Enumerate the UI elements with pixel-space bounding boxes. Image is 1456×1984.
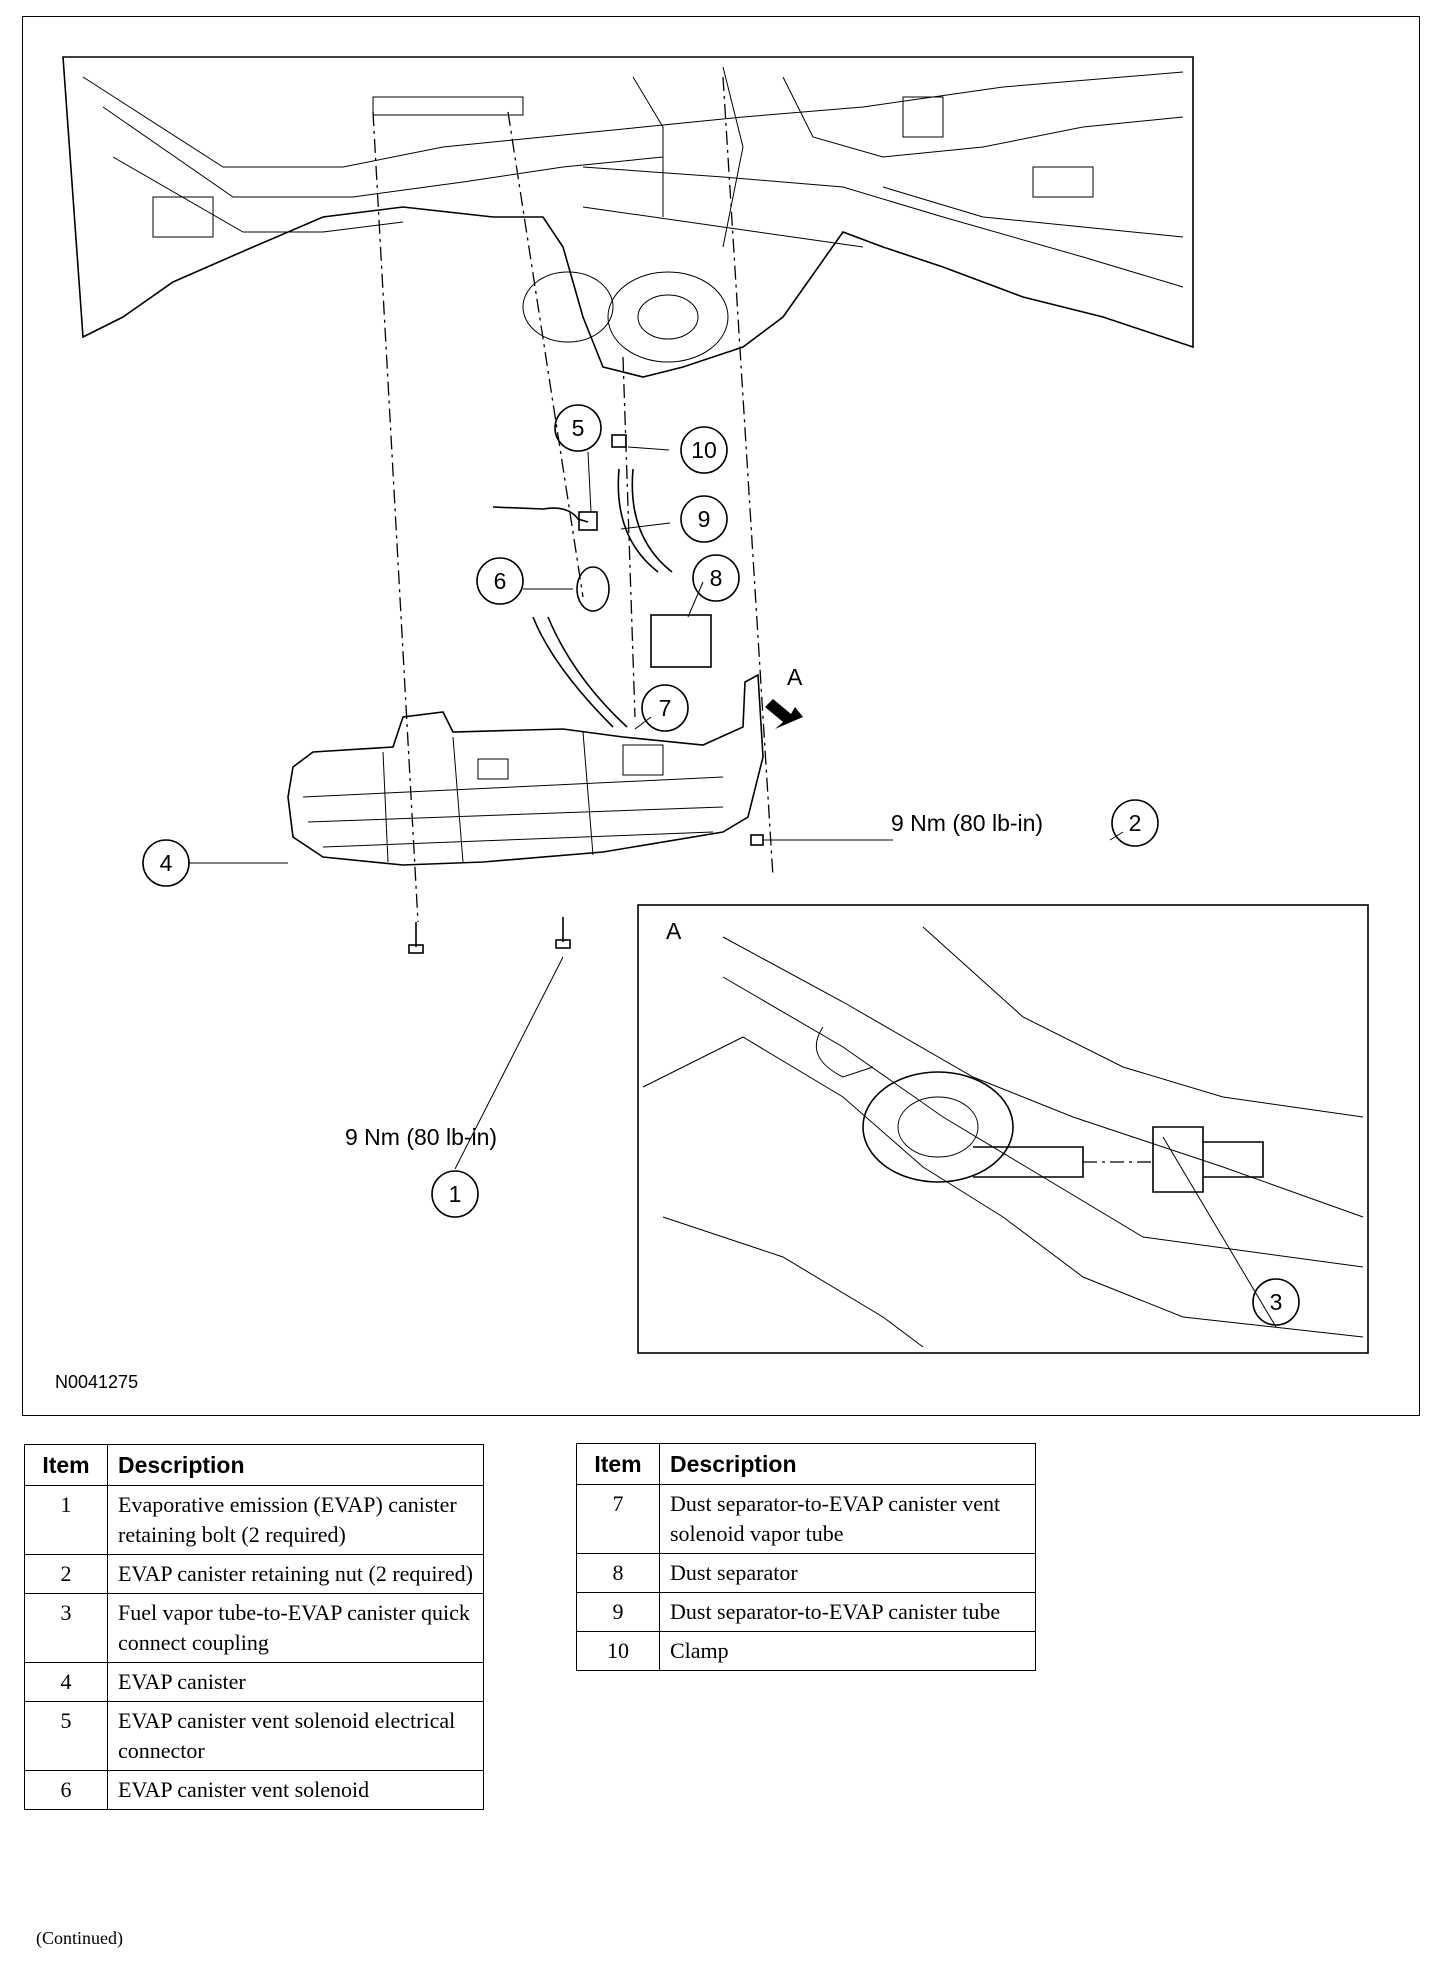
- callout-circles: [142, 404, 1300, 1326]
- item-number: 10: [576, 1631, 660, 1671]
- item-number: 5: [24, 1701, 108, 1771]
- figure-text-labels: 9 Nm (80 lb-in) 9 Nm (80 lb-in) A A: [345, 664, 1043, 1150]
- table-header-row: Item Description: [576, 1443, 1036, 1485]
- callout-8-circle: [692, 554, 740, 602]
- callout-2-circle: [1111, 799, 1159, 847]
- callout-5: 5: [572, 415, 585, 441]
- header-item: Item: [24, 1444, 108, 1486]
- callout-6: 6: [494, 568, 507, 594]
- item-description: Clamp: [659, 1631, 1036, 1671]
- dust-separator-part: [650, 614, 712, 668]
- callout-3: 3: [1270, 1289, 1283, 1315]
- header-item: Item: [576, 1443, 660, 1485]
- item-number: 2: [24, 1554, 108, 1594]
- callout-3-circle: [1252, 1278, 1300, 1326]
- callout-10-circle: [680, 426, 728, 474]
- callout-8: 8: [710, 565, 723, 591]
- item-number: 4: [24, 1662, 108, 1702]
- view-a-arrow: [765, 699, 803, 729]
- table-row: 4 EVAP canister: [24, 1662, 484, 1702]
- exploded-parts: [492, 434, 712, 728]
- callout-numbers: 1 2 3 4 5 6 7 8 9 10: [160, 415, 1283, 1315]
- callout-4-circle: [142, 839, 190, 887]
- item-number: 1: [24, 1485, 108, 1555]
- table-row: 2 EVAP canister retaining nut (2 require…: [24, 1554, 484, 1594]
- clamp-part: [611, 434, 627, 448]
- item-description: Fuel vapor tube-to-EVAP canister quick c…: [107, 1593, 484, 1663]
- item-description: EVAP canister vent solenoid: [107, 1770, 484, 1810]
- tube-part: [617, 468, 659, 573]
- callout-7-circle: [641, 684, 689, 732]
- item-number: 7: [576, 1484, 660, 1554]
- table-row: 3 Fuel vapor tube-to-EVAP canister quick…: [24, 1593, 484, 1663]
- table-header-row: Item Description: [24, 1444, 484, 1486]
- parts-table-right: Item Description 7 Dust separator-to-EVA…: [576, 1443, 1036, 1671]
- figure-id: N0041275: [55, 1372, 139, 1392]
- callout-5-circle: [554, 404, 602, 452]
- parts-table-left: Item Description 1 Evaporative emission …: [24, 1444, 484, 1810]
- item-number: 8: [576, 1553, 660, 1593]
- alignment-lines: [372, 76, 774, 923]
- callout-6-circle: [476, 557, 524, 605]
- callout-9-circle: [680, 495, 728, 543]
- table-row: 10 Clamp: [576, 1631, 1036, 1671]
- callout-2: 2: [1129, 810, 1142, 836]
- header-description: Description: [659, 1443, 1036, 1485]
- item-description: Evaporative emission (EVAP) canister ret…: [107, 1485, 484, 1555]
- item-number: 9: [576, 1592, 660, 1632]
- continued-note: (Continued): [36, 1928, 123, 1948]
- torque-label-nut: 9 Nm (80 lb-in): [891, 810, 1043, 836]
- view-a-label: A: [787, 664, 803, 690]
- inset-detail-a: [637, 904, 1369, 1354]
- evap-canister-shape: [287, 673, 764, 866]
- vent-solenoid-part: [576, 566, 610, 612]
- callout-1-circle: [431, 1170, 479, 1218]
- callout-9: 9: [698, 506, 711, 532]
- item-description: Dust separator-to-EVAP canister vent sol…: [659, 1484, 1036, 1554]
- diagram-frame: 1 2 3 4 5 6 7 8 9 10 9 Nm (80 lb-in) 9 N…: [22, 16, 1420, 1416]
- torque-label-bolt: 9 Nm (80 lb-in): [345, 1124, 497, 1150]
- item-description: Dust separator-to-EVAP canister tube: [659, 1592, 1036, 1632]
- item-number: 3: [24, 1593, 108, 1663]
- item-description: EVAP canister vent solenoid electrical c…: [107, 1701, 484, 1771]
- item-description: EVAP canister retaining nut (2 required): [107, 1554, 484, 1594]
- callout-4: 4: [160, 850, 173, 876]
- leader-lines: [188, 446, 1277, 1328]
- table-row: 9 Dust separator-to-EVAP canister tube: [576, 1592, 1036, 1632]
- header-description: Description: [107, 1444, 484, 1486]
- vehicle-underbody: [62, 56, 1194, 378]
- table-row: 7 Dust separator-to-EVAP canister vent s…: [576, 1484, 1036, 1554]
- table-row: 5 EVAP canister vent solenoid electrical…: [24, 1701, 484, 1771]
- callout-10: 10: [691, 437, 717, 463]
- connector-part: [492, 506, 589, 523]
- table-row: 6 EVAP canister vent solenoid: [24, 1770, 484, 1810]
- item-description: EVAP canister: [107, 1662, 484, 1702]
- evap-canister-illustration: 1 2 3 4 5 6 7 8 9 10 9 Nm (80 lb-in) 9 N…: [62, 56, 1369, 1354]
- inset-a-label: A: [666, 918, 682, 944]
- callout-7: 7: [659, 695, 672, 721]
- item-number: 6: [24, 1770, 108, 1810]
- item-description: Dust separator: [659, 1553, 1036, 1593]
- table-row: 1 Evaporative emission (EVAP) canister r…: [24, 1485, 484, 1555]
- table-row: 8 Dust separator: [576, 1553, 1036, 1593]
- callout-1: 1: [449, 1181, 462, 1207]
